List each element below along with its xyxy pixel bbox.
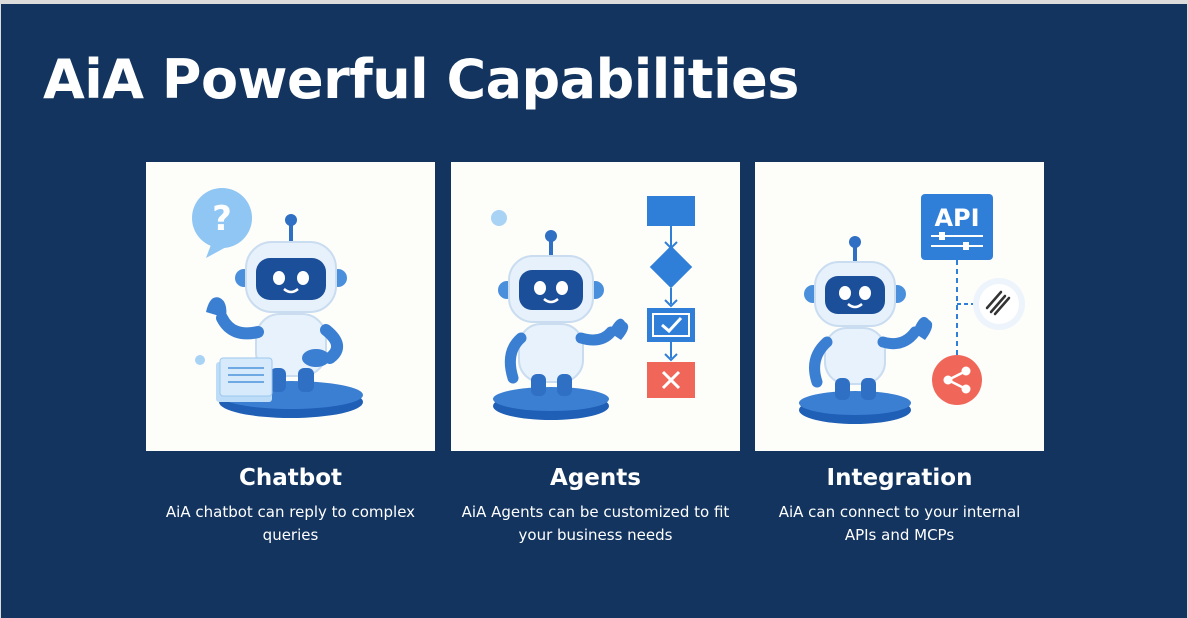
- card-title-integration: Integration: [826, 465, 973, 491]
- chatbot-illustration: ?: [146, 162, 435, 451]
- svg-text:API: API: [934, 204, 979, 232]
- robot-api-icon: API: [799, 194, 1025, 424]
- robot-workflow-icon: [491, 196, 695, 420]
- page-title: AiA Powerful Capabilities: [43, 48, 799, 111]
- robot-question-icon: ?: [192, 188, 363, 418]
- card-description-integration: AiA can connect to your internal APIs an…: [778, 503, 1021, 544]
- card-chatbot: ?: [146, 162, 435, 547]
- integration-illustration: API: [755, 162, 1044, 451]
- card-integration: API: [755, 162, 1044, 547]
- card-agents: Agents AiA Agents can be customized to f…: [451, 162, 740, 547]
- card-title-agents: Agents: [550, 465, 641, 491]
- agents-illustration: [451, 162, 740, 451]
- card-description-chatbot: AiA chatbot can reply to complex queries: [165, 503, 416, 544]
- svg-text:?: ?: [212, 199, 232, 239]
- card-description-agents: AiA Agents can be customized to fit your…: [461, 503, 730, 544]
- card-title-chatbot: Chatbot: [238, 465, 343, 491]
- slide-background: AiA Powerful Capabilities ?: [1, 4, 1187, 618]
